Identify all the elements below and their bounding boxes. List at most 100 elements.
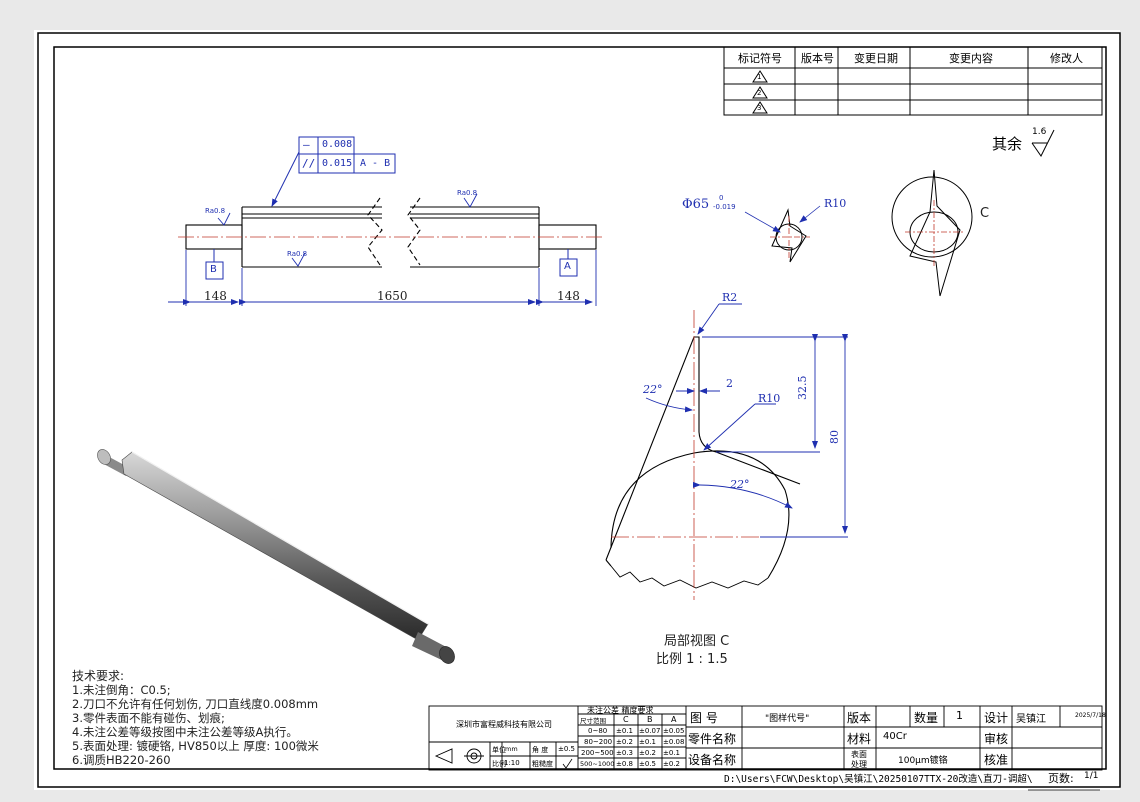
roughness-rest-value: 1.6 xyxy=(1032,127,1047,137)
surface-label-1: 表面 xyxy=(851,750,867,759)
dim-148-left: 148 xyxy=(204,289,227,303)
tol-r2-a: ±0.08 xyxy=(663,738,685,746)
tol-head-b: B xyxy=(647,715,653,724)
rev-mark-3: 3 xyxy=(757,104,762,112)
detail-view-c xyxy=(605,336,801,589)
detail-angle-bottom: 22° xyxy=(730,478,750,491)
surface-label-2: 处理 xyxy=(851,760,867,769)
tol-r4-a: ±0.2 xyxy=(663,760,680,768)
tol-r3-b: ±0.2 xyxy=(639,749,656,757)
tol-r3-a: ±0.1 xyxy=(663,749,680,757)
material-value: 40Cr xyxy=(883,731,907,742)
tol-r2-b: ±0.1 xyxy=(639,738,656,746)
datum-markers xyxy=(205,249,578,280)
roughness-label: 粗糙度 xyxy=(532,760,553,768)
rev-mark-1: 1 xyxy=(757,73,762,81)
rev-header-version: 版本号 xyxy=(801,52,834,65)
scale-value: 1:10 xyxy=(504,759,520,767)
qty-value: 1 xyxy=(956,709,963,722)
tol-r1-range: 0~80 xyxy=(588,727,608,735)
page-value: 1/1 xyxy=(1084,771,1099,781)
gdt-parallelism-value: 0.015 xyxy=(322,158,353,169)
tech-req-item-4: 4.未注公差等级按图中未注公差等级A执行。 xyxy=(72,725,298,739)
rev-header-date: 变更日期 xyxy=(854,52,898,65)
rev-header-editor: 修改人 xyxy=(1050,52,1083,65)
detail-dim-32-5: 32.5 xyxy=(796,375,809,401)
ra-label-right: Ra0.8 xyxy=(457,189,478,197)
gdt-parallelism-icon: // xyxy=(302,157,316,170)
inner-frame xyxy=(53,46,1107,770)
tol-head-a: A xyxy=(671,715,677,724)
datum-b-label: B xyxy=(210,264,217,275)
detail-dimensions xyxy=(645,303,848,538)
detail-dim-2: 2 xyxy=(726,377,733,390)
scale-label: 比例 xyxy=(492,760,506,768)
tol-r4-range: 500~1000 xyxy=(580,760,615,768)
tol-r2-range: 80~200 xyxy=(584,738,613,746)
page-label: 页数: xyxy=(1048,772,1074,785)
company-name: 深圳市富程威科技有限公司 xyxy=(456,720,552,729)
gdt-straightness-value: 0.008 xyxy=(322,139,353,150)
approve-label: 核准 xyxy=(984,753,1009,767)
shaft-roughness-marks xyxy=(217,193,478,267)
device-name-label: 设备名称 xyxy=(688,753,737,767)
ra-label-bottom: Ra0.8 xyxy=(287,250,308,258)
outer-frame xyxy=(37,32,1121,788)
detail-dim-80: 80 xyxy=(828,430,841,444)
roughness-rest-symbol xyxy=(1031,129,1055,157)
detail-title: 局部视图 C xyxy=(664,634,730,649)
roughness-check-mark xyxy=(562,758,573,769)
tech-req-item-1: 1.未注倒角：C0.5; xyxy=(72,683,171,697)
design-label: 设计 xyxy=(984,711,1009,725)
unit-value: mm xyxy=(505,745,518,753)
paper xyxy=(34,30,1120,790)
shaft-dimensions xyxy=(168,250,597,306)
tol-r4-c: ±0.8 xyxy=(616,760,633,768)
dim-1650: 1650 xyxy=(377,289,408,303)
part-name-label: 零件名称 xyxy=(688,732,737,746)
design-date: 2025/7/18 xyxy=(1075,712,1106,719)
tech-req-item-3: 3.零件表面不能有碰伤、划痕; xyxy=(72,711,225,725)
version-label: 版本 xyxy=(847,711,872,725)
gdt-datum-ref: A - B xyxy=(360,158,391,169)
rev-mark-2: 2 xyxy=(757,89,762,97)
section-diameter: Φ65 xyxy=(682,197,710,212)
tol-head-range: 尺寸范围 xyxy=(580,717,606,725)
tol-r3-c: ±0.3 xyxy=(616,749,633,757)
surface-value: 100μm镀铬 xyxy=(898,756,948,766)
tech-req-item-2: 2.刀口不允许有任何划伤, 刀口直线度0.008mm xyxy=(72,697,319,711)
part-no-label: 图 号 xyxy=(690,711,718,725)
review-label: 审核 xyxy=(984,732,1009,746)
isometric-shaft-view xyxy=(97,449,455,664)
revision-table xyxy=(723,46,1103,116)
gdt-frame xyxy=(271,136,396,207)
section-tol-lower: -0.019 xyxy=(713,203,736,211)
detail-r2: R2 xyxy=(722,291,738,304)
detail-c-marker xyxy=(891,169,973,297)
tol-r3-range: 200~500 xyxy=(581,749,614,757)
file-path: D:\Users\FCW\Desktop\吴镇江\20250107TTX-20改… xyxy=(724,774,1033,785)
tol-r4-b: ±0.5 xyxy=(639,760,656,768)
tol-r1-b: ±0.07 xyxy=(639,727,661,735)
dim-148-right: 148 xyxy=(557,289,580,303)
datum-a-label: A xyxy=(564,261,571,272)
tech-req-title: 技术要求: xyxy=(72,669,125,683)
section-view xyxy=(744,205,821,263)
detail-angle-top: 22° xyxy=(643,383,663,396)
rev-header-mark: 标记符号 xyxy=(738,52,782,65)
detail-c-tag: C xyxy=(980,206,990,221)
tol-r1-c: ±0.1 xyxy=(616,727,633,735)
title-block xyxy=(428,705,1103,771)
tol-r2-c: ±0.2 xyxy=(616,738,633,746)
rev-header-content: 变更内容 xyxy=(949,52,993,65)
detail-r10: R10 xyxy=(758,392,781,405)
part-no-value: "图样代号" xyxy=(765,714,810,724)
detail-scale: 比例 1 : 1.5 xyxy=(656,652,728,667)
tech-req-item-6: 6.调质HB220-260 xyxy=(72,753,171,767)
tol-r1-a: ±0.05 xyxy=(663,727,685,735)
unit-label: 单位 xyxy=(492,746,506,754)
angle-label: 角 度 xyxy=(532,746,549,754)
section-radius: R10 xyxy=(824,197,847,210)
